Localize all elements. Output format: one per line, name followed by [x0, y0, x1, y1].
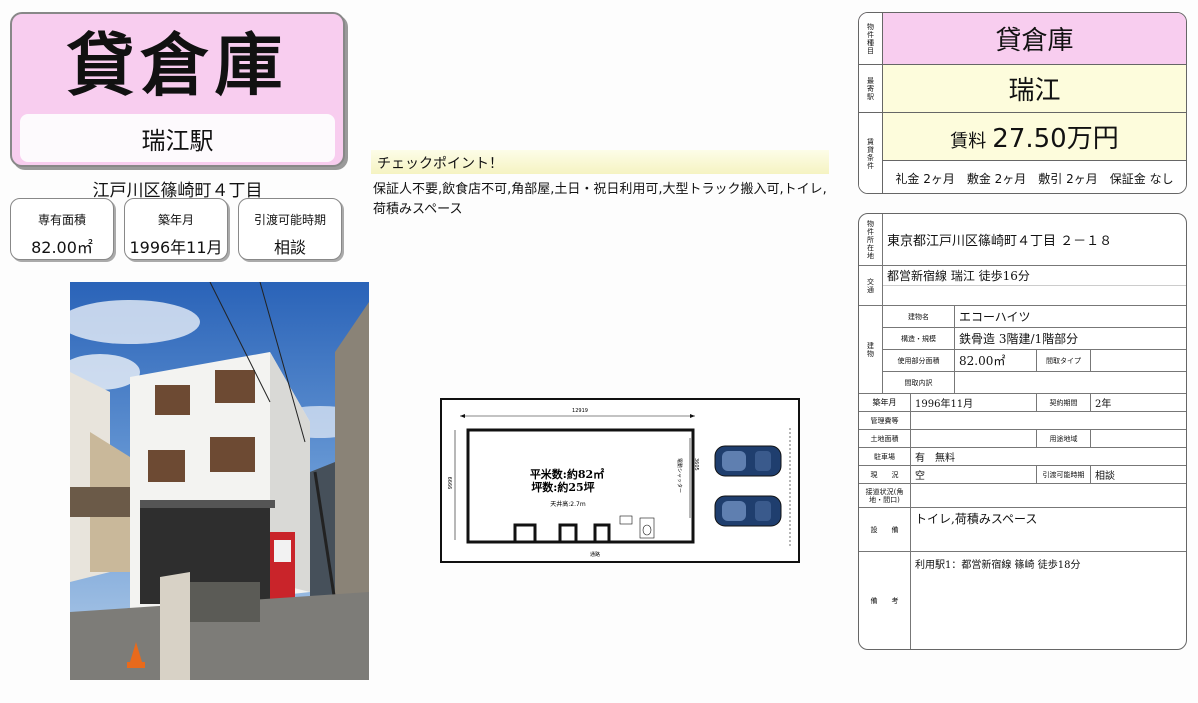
car-icon [714, 445, 782, 477]
address-short: 江戸川区篠崎町４丁目 [92, 181, 263, 201]
property-type-title: 貸倉庫 [66, 26, 289, 106]
rent-side-label: 賃貸条件 [859, 113, 883, 193]
dim-depth: 6666 [446, 477, 452, 490]
access-value-2 [883, 286, 1186, 306]
contract-value: 2年 [1091, 394, 1186, 412]
rent-conditions: 礼金 2ヶ月 敷金 2ヶ月 敷引 2ヶ月 保証金 なし [895, 171, 1174, 186]
dim-width: 12919 [572, 408, 588, 414]
access-label: 交通 [859, 266, 883, 306]
remarks-label: 備 考 [859, 552, 911, 649]
building-name-value: エコーハイツ [955, 306, 1186, 328]
building-name-label: 建物名 [883, 306, 955, 328]
stat-box-built: 築年月 1996年11月 [124, 198, 228, 260]
built-value: 1996年11月 [911, 394, 1037, 412]
dim-shutter: 3605 [693, 458, 699, 471]
facility-value: トイレ,荷積みスペース [911, 508, 1186, 552]
station-label: 瑞江駅 [20, 114, 335, 162]
shutter-label: 電動シャッター [676, 458, 683, 493]
facility-label: 設 備 [859, 508, 911, 552]
car-icon [714, 495, 782, 527]
layout-value [955, 372, 1186, 394]
road-access-label: 接道状況(角地・間口) [859, 484, 911, 508]
mgmt-value [911, 412, 1186, 430]
remarks-value: 利用駅1：都営新宿線 篠崎 徒歩18分 [915, 560, 1081, 571]
stat-label: 専有面積 [37, 213, 86, 227]
stat-value: 82.00㎡ [31, 238, 93, 257]
summary-panel: 物件種目 貸倉庫 最寄駅 瑞江 賃貸条件 賃料 27.50万円 礼金 2ヶ月 敷… [858, 12, 1187, 194]
road-label: 通路 [590, 551, 600, 558]
access-value: 都営新宿線 瑞江 徒歩16分 [883, 266, 1186, 286]
layout-type-label: 間取タイプ [1037, 350, 1091, 372]
delivery-value: 相談 [1091, 466, 1186, 484]
stat-value: 相談 [273, 238, 306, 257]
parking-label: 駐車場 [859, 448, 911, 466]
floor-plan: 12919 6666 電動シャッター 3605 平米数:約82㎡ 坪数:約25坪… [440, 398, 800, 563]
building-photo [70, 282, 369, 680]
delivery-label: 引渡可能時期 [1037, 466, 1091, 484]
summary-station: 瑞江 [1008, 76, 1061, 106]
checkpoint-heading: チェックポイント！ [371, 150, 829, 174]
rent-value: 27.50万円 [992, 124, 1119, 154]
parking-value: 有 無料 [911, 448, 1186, 466]
layout-type-value [1091, 350, 1186, 372]
zoning-value [1091, 430, 1186, 448]
road-access-value [911, 484, 1186, 508]
area-sqm: 平米数:約82㎡ [530, 467, 604, 481]
zoning-label: 用途地域 [1037, 430, 1091, 448]
title-card: 貸倉庫 瑞江駅 [10, 12, 345, 167]
structure-label: 構造・規模 [883, 328, 955, 350]
stat-label: 引渡可能時期 [253, 213, 326, 227]
status-value: 空 [911, 466, 1037, 484]
structure-value: 鉄骨造 3階建/1階部分 [955, 328, 1186, 350]
area-value: 82.00㎡ [955, 350, 1037, 372]
status-label: 現 況 [859, 466, 911, 484]
land-value [911, 430, 1037, 448]
address-value: 東京都江戸川区篠崎町４丁目 ２－１８ [883, 214, 1186, 266]
area-label: 使用部分面積 [883, 350, 955, 372]
built-label: 築年月 [859, 394, 911, 412]
rent-label: 賃料 [950, 131, 987, 152]
station-side-label: 最寄駅 [859, 65, 883, 112]
checkpoint-text: 保証人不要,飲食店不可,角部屋,土日・祝日利用可,大型トラック搬入可,トイレ,荷… [373, 182, 827, 217]
layout-label: 間取内訳 [883, 372, 955, 394]
type-side-label: 物件種目 [859, 13, 883, 64]
stat-value: 1996年11月 [129, 238, 223, 257]
building-label: 建物 [859, 306, 883, 394]
address-label: 物件所在地 [859, 214, 883, 266]
stat-label: 築年月 [157, 213, 194, 227]
detail-table: 物件所在地 東京都江戸川区篠崎町４丁目 ２－１８ 交通 都営新宿線 瑞江 徒歩1… [858, 213, 1187, 650]
contract-label: 契約期間 [1037, 394, 1091, 412]
stat-box-delivery: 引渡可能時期 相談 [238, 198, 342, 260]
land-label: 土地面積 [859, 430, 911, 448]
ceiling-height: 天井高:2.7m [550, 500, 586, 508]
mgmt-label: 管理費等 [859, 412, 911, 430]
summary-type: 貸倉庫 [995, 26, 1074, 56]
area-tsubo: 坪数:約25坪 [531, 480, 594, 494]
stat-box-area: 専有面積 82.00㎡ [10, 198, 114, 260]
